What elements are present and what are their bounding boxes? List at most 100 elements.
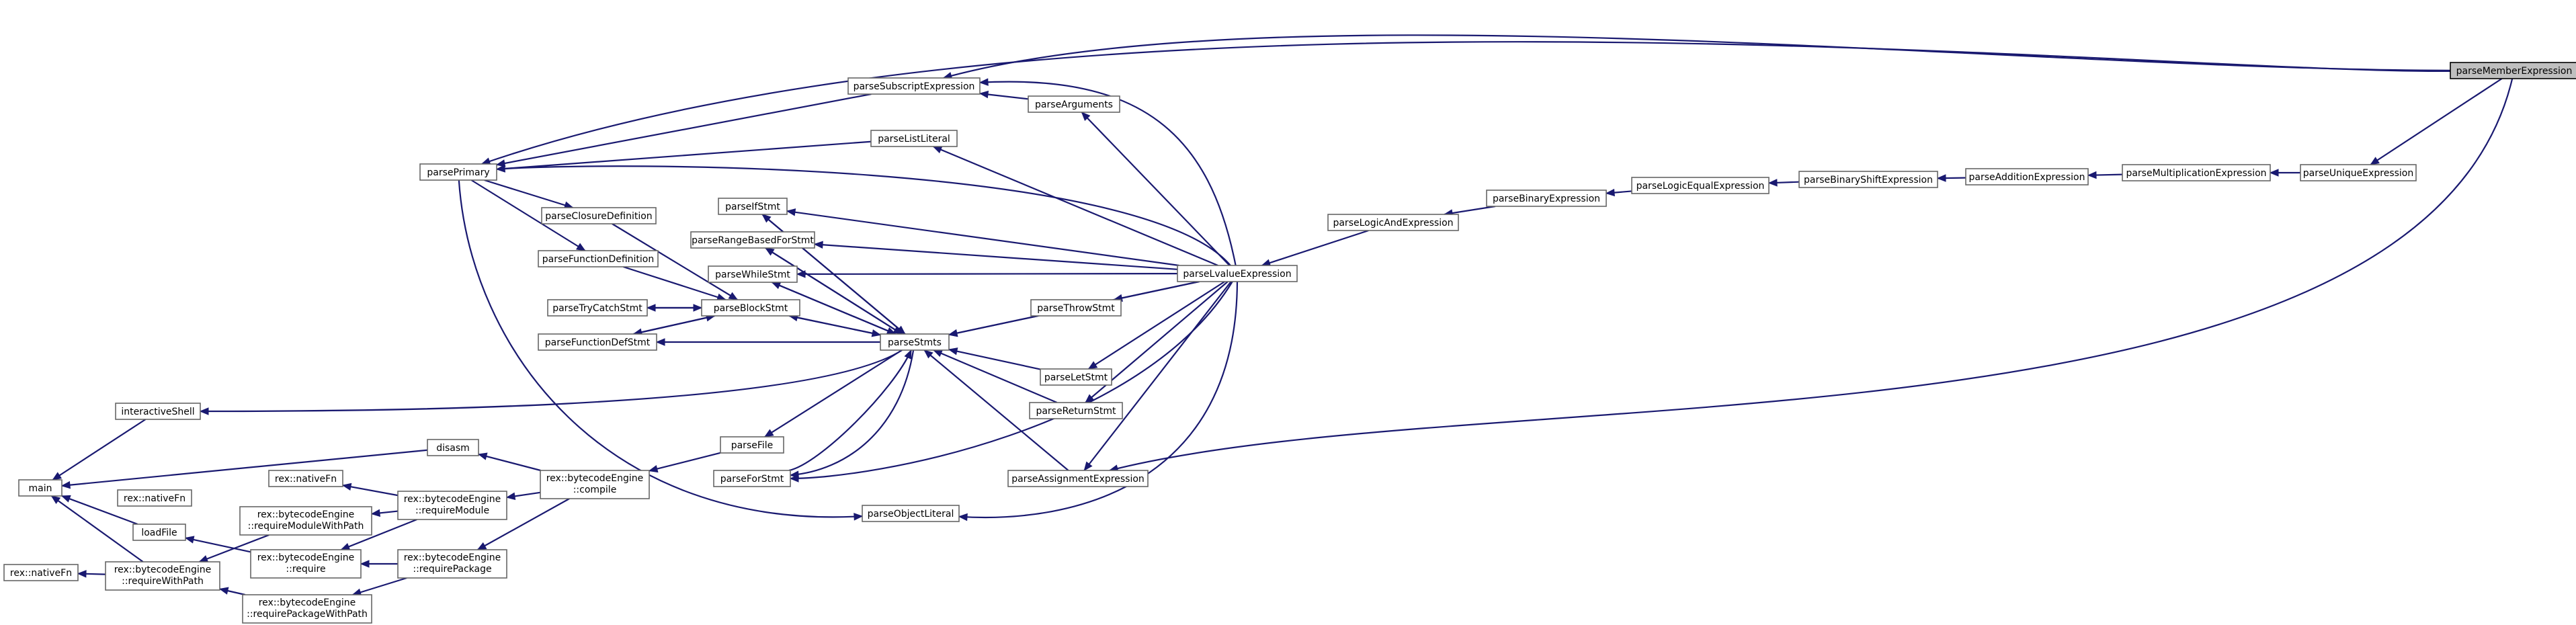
node-label: ::compile — [573, 485, 617, 495]
node-requirePackageWithPath[interactable]: rex::bytecodeEngine::requirePackageWithP… — [242, 594, 372, 624]
node-parseBinaryShiftExpression[interactable]: parseBinaryShiftExpression — [1798, 171, 1938, 188]
arrowhead — [199, 407, 209, 415]
node-parseObjectLiteral[interactable]: parseObjectLiteral — [862, 505, 960, 522]
node-box — [541, 207, 657, 224]
node-interactiveShell[interactable]: interactiveShell — [115, 403, 201, 420]
node-parseReturnStmt[interactable]: parseReturnStmt — [1029, 402, 1123, 419]
node-require[interactable]: rex::bytecodeEngine::require — [250, 549, 362, 579]
edge-parseListLiteral-to-parsePrimary — [496, 140, 872, 170]
node-parseUniqueExpression[interactable]: parseUniqueExpression — [2300, 164, 2417, 181]
node-label: parseBlockStmt — [714, 303, 788, 314]
node-label: loadFile — [141, 528, 177, 538]
node-parseRangeBasedForStmt[interactable]: parseRangeBasedForStmt — [690, 231, 815, 249]
edge-parseFunctionDefStmt-to-parseBlockStmt — [633, 315, 715, 335]
node-requireWithPath[interactable]: rex::bytecodeEngine::requireWithPath — [105, 561, 220, 591]
node-compile[interactable]: rex::bytecodeEngine::compile — [540, 470, 650, 499]
node-parseFunctionDefStmt[interactable]: parseFunctionDefStmt — [538, 333, 657, 351]
arrowhead — [60, 495, 71, 503]
arrowhead — [477, 452, 488, 460]
node-parseIfStmt[interactable]: parseIfStmt — [718, 198, 788, 215]
node-parseForStmt[interactable]: parseForStmt — [713, 470, 791, 487]
node-parseThrowStmt[interactable]: parseThrowStmt — [1030, 299, 1122, 317]
node-box — [718, 198, 788, 215]
node-parseWhileStmt[interactable]: parseWhileStmt — [708, 265, 798, 283]
node-disasm[interactable]: disasm — [427, 439, 479, 456]
edge-parseLogicAndExpression-to-parseLvalueExpression — [1261, 229, 1369, 267]
node-label: ::requireModule — [415, 505, 489, 516]
node-parseLogicEqualExpression[interactable]: parseLogicEqualExpression — [1631, 177, 1770, 194]
node-label: parseLogicEqualExpression — [1636, 181, 1765, 192]
node-label: parseFunctionDefinition — [542, 254, 654, 265]
arrowhead — [218, 587, 229, 595]
node-nativeFn3[interactable]: rex::nativeFn — [3, 564, 79, 581]
node-parseArguments[interactable]: parseArguments — [1028, 95, 1120, 113]
node-label: parseRangeBasedForStmt — [692, 235, 814, 246]
edge-compile-to-disasm — [478, 453, 541, 472]
node-parseTryCatchStmt[interactable]: parseTryCatchStmt — [547, 299, 648, 317]
node-label: parsePrimary — [427, 167, 489, 178]
node-box — [1030, 299, 1122, 317]
node-requireModuleWithPath[interactable]: rex::bytecodeEngine::requireModuleWithPa… — [239, 506, 372, 536]
node-parseListLiteral[interactable]: parseListLiteral — [870, 130, 958, 147]
arrowhead — [933, 349, 943, 358]
node-label: rex::bytecodeEngine — [257, 509, 355, 520]
node-parseLvalueExpression[interactable]: parseLvalueExpression — [1177, 265, 1298, 282]
arrowhead — [495, 165, 505, 173]
node-parseMultiplicationExpression[interactable]: parseMultiplicationExpression — [2122, 164, 2271, 181]
node-box — [708, 265, 798, 283]
node-parseLogicAndExpression[interactable]: parseLogicAndExpression — [1327, 214, 1459, 231]
arrowhead — [198, 555, 209, 562]
arrowhead — [904, 349, 912, 360]
edge-requireModule-to-nativeFn1 — [342, 485, 399, 497]
edge-parseLetStmt-to-parseStmts — [948, 348, 1041, 370]
node-parseBinaryExpression[interactable]: parseBinaryExpression — [1486, 190, 1607, 207]
node-main[interactable]: main — [18, 479, 63, 497]
node-parseFile[interactable]: parseFile — [720, 436, 784, 454]
node-loadFile[interactable]: loadFile — [132, 524, 186, 541]
node-box — [242, 594, 372, 624]
node-nativeFn2[interactable]: rex::nativeFn — [117, 489, 192, 507]
node-parseAdditionExpression[interactable]: parseAdditionExpression — [1965, 168, 2089, 185]
node-parseAssignmentExpression[interactable]: parseAssignmentExpression — [1007, 470, 1149, 487]
node-box — [547, 299, 648, 317]
node-box — [250, 549, 362, 579]
node-requireModule[interactable]: rex::bytecodeEngine::requireModule — [397, 491, 507, 520]
node-label: rex::bytecodeEngine — [404, 552, 501, 563]
node-parseClosureDefinition[interactable]: parseClosureDefinition — [541, 207, 657, 224]
node-requirePackage[interactable]: rex::bytecodeEngine::requirePackage — [397, 549, 507, 579]
arrowhead — [360, 560, 370, 568]
arrowhead — [932, 146, 943, 154]
node-label: parseReturnStmt — [1036, 406, 1116, 417]
arrowhead — [728, 292, 739, 300]
arrowhead — [979, 90, 989, 99]
node-label: parseLvalueExpression — [1183, 269, 1291, 280]
arrowhead — [476, 542, 487, 550]
edge-parseForStmt-to-parseStmts — [788, 349, 912, 472]
node-parseSubscriptExpression[interactable]: parseSubscriptExpression — [847, 77, 981, 95]
node-box — [419, 163, 497, 181]
edge-parseLvalueExpression-to-parseLetStmt — [1088, 281, 1225, 370]
node-label: parseBinaryExpression — [1493, 194, 1600, 204]
node-parseMemberExpression[interactable]: parseMemberExpression — [2450, 62, 2576, 79]
arrowhead — [1085, 394, 1095, 403]
node-parsePrimary[interactable]: parsePrimary — [419, 163, 497, 181]
edge-parseLvalueExpression-to-parseAssignmentExpression — [1083, 281, 1232, 471]
node-box — [720, 436, 784, 454]
node-label: parseForStmt — [720, 474, 784, 485]
node-label: ::requireWithPath — [122, 576, 204, 587]
node-nativeFn1[interactable]: rex::nativeFn — [268, 470, 343, 487]
node-box — [18, 479, 63, 497]
node-label: parseStmts — [888, 337, 942, 348]
node-box — [538, 333, 657, 351]
node-parseLetStmt[interactable]: parseLetStmt — [1040, 368, 1112, 386]
node-parseStmts[interactable]: parseStmts — [880, 333, 950, 351]
edge-parseFunctionDefinition-to-parseBlockStmt — [622, 265, 726, 301]
edge-parseLvalueExpression-to-parseForStmt — [790, 281, 1233, 480]
node-parseBlockStmt[interactable]: parseBlockStmt — [701, 299, 800, 317]
node-parseFunctionDefinition[interactable]: parseFunctionDefinition — [538, 250, 659, 267]
node-box — [239, 506, 372, 536]
node-label: ::requirePackage — [413, 564, 491, 575]
edge-require-to-loadFile — [185, 537, 251, 553]
arrowhead — [958, 513, 968, 522]
node-label: parseLetStmt — [1044, 372, 1108, 383]
